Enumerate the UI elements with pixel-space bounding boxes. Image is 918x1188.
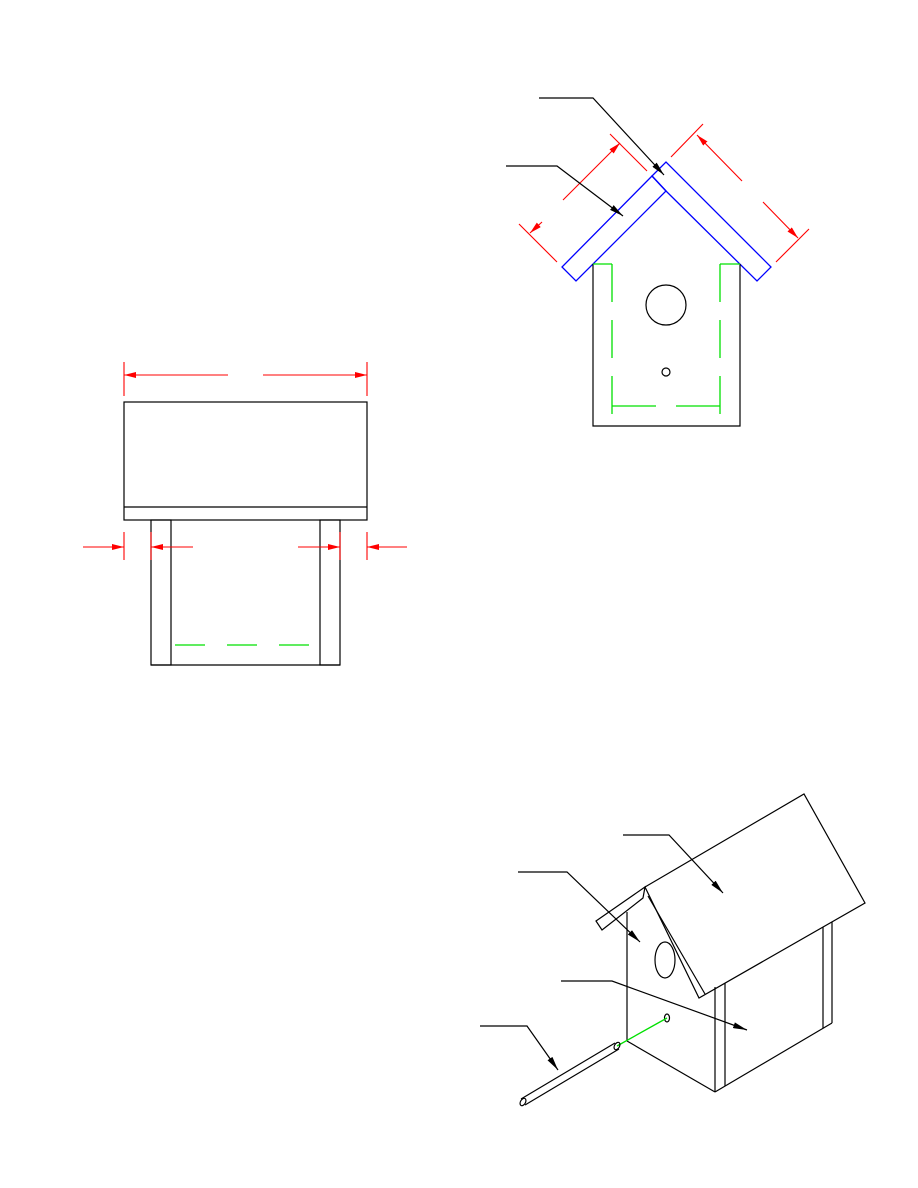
leader-line [506, 165, 624, 217]
roof-right-panel [651, 161, 772, 282]
roof-overhang [595, 885, 646, 931]
roof-side [123, 401, 368, 521]
front-view [506, 97, 810, 427]
roof-panel [644, 793, 866, 999]
perch-assembly-line [616, 1017, 668, 1047]
entrance-hole [654, 941, 676, 979]
roof-left-panel [561, 175, 667, 282]
leader-line [623, 834, 724, 894]
roof-dimensions [518, 123, 810, 263]
perch [519, 1041, 621, 1107]
perch-hole [661, 367, 671, 377]
left-wall [150, 519, 172, 666]
entrance-hole [645, 284, 687, 326]
perch-hole [663, 1013, 671, 1023]
overhang-dimensions [83, 532, 407, 560]
leader-line [480, 1025, 559, 1071]
isometric-view [480, 793, 866, 1107]
leader-line [518, 871, 641, 943]
leader-line [561, 980, 748, 1031]
side-view [83, 362, 407, 666]
leader-line [539, 97, 665, 176]
front-wall [592, 264, 741, 427]
right-wall [319, 519, 341, 666]
width-dimension [123, 362, 368, 396]
